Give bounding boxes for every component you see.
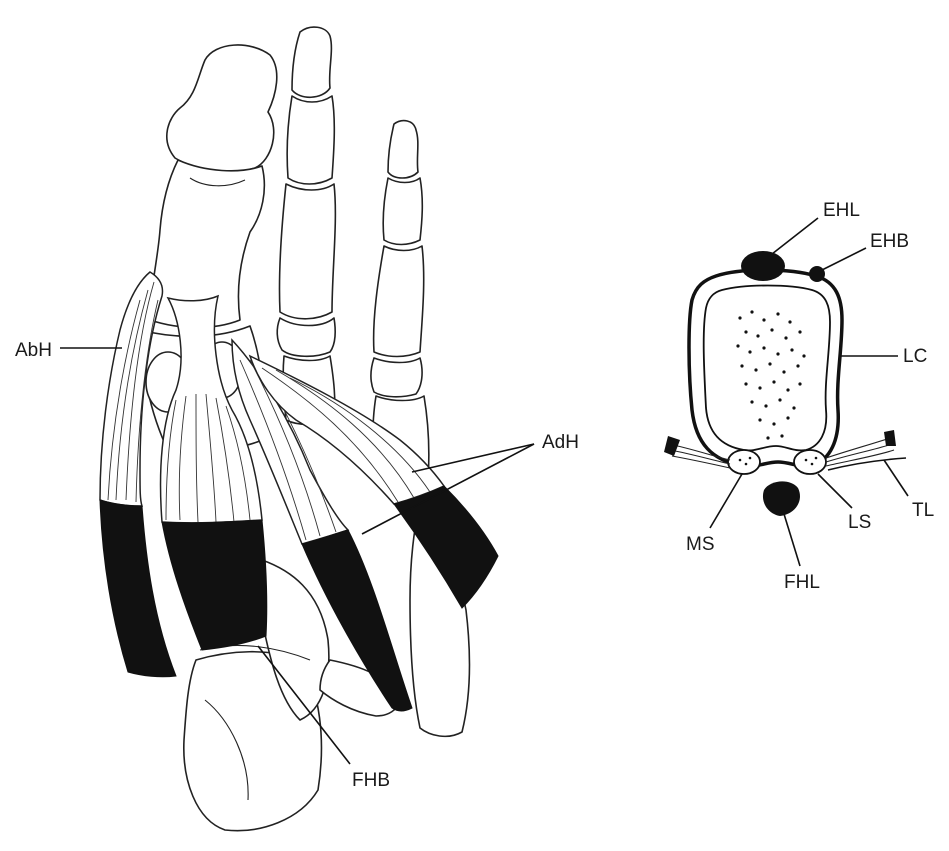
lateral-sesamoid-section — [794, 450, 826, 474]
tl-leader — [884, 460, 908, 496]
metatarsal-cross-section — [704, 286, 830, 451]
foot-diagram: AbH AdH FHB — [15, 27, 579, 831]
label-fhb: FHB — [352, 770, 390, 791]
label-tl: TL — [912, 500, 934, 521]
medial-sesamoid-section — [728, 450, 760, 474]
label-abh: AbH — [15, 340, 52, 361]
ms-leader — [710, 474, 742, 528]
ehl-tendon — [741, 251, 785, 281]
ehl-leader — [772, 218, 818, 254]
fhl-leader — [784, 514, 800, 566]
transverse-ligament — [828, 458, 906, 470]
label-ehb: EHB — [870, 231, 909, 252]
second-toe — [277, 27, 335, 424]
fhl-tendon — [763, 481, 800, 516]
label-ls: LS — [848, 512, 871, 533]
label-ms: MS — [686, 534, 715, 555]
ehb-tendon — [809, 266, 825, 282]
label-fhl: FHL — [784, 572, 820, 593]
hallux-distal-phalanx — [167, 45, 277, 172]
cross-section: EHL EHB LC MS LS FHL TL — [664, 200, 934, 593]
ehb-leader — [822, 248, 866, 270]
label-ehl: EHL — [823, 200, 860, 221]
adh-leader-upper — [412, 444, 534, 472]
label-adh: AdH — [542, 432, 579, 453]
ls-leader — [818, 474, 852, 508]
label-lc: LC — [903, 346, 927, 367]
